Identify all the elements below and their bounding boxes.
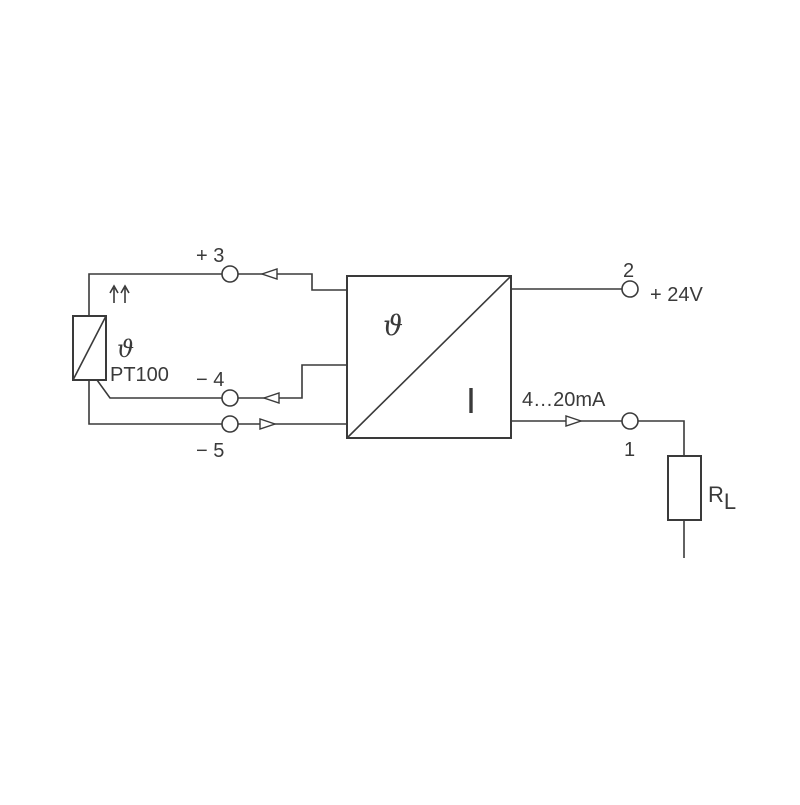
output-current-label: 4…20mA — [522, 389, 606, 411]
load-resistor — [667, 455, 702, 521]
supply-label: + 24V — [650, 284, 703, 306]
terminal-3 — [221, 265, 239, 283]
wire-sensor-to-t4 — [96, 379, 222, 399]
terminal-1-label: 1 — [624, 439, 635, 461]
converter-output-symbol: I — [466, 380, 476, 421]
terminal-3-label: + 3 — [196, 245, 224, 267]
pt100-sensor — [72, 315, 107, 381]
terminal-2 — [621, 280, 639, 298]
wire-t1-to-load — [638, 420, 685, 456]
arrow-t5-icon — [259, 418, 278, 430]
pt100-diagonal — [72, 315, 107, 381]
sensor-name-label: PT100 — [110, 364, 169, 386]
terminal-2-label: 2 — [623, 260, 634, 282]
converter-diagonal — [346, 275, 512, 439]
terminal-1 — [621, 412, 639, 430]
sensor-symbol: ϑ — [117, 335, 134, 363]
terminal-5 — [221, 415, 239, 433]
terminal-4-label: − 4 — [196, 369, 224, 391]
arrow-t3-icon — [259, 268, 278, 280]
wire-sensor-to-t3 — [88, 273, 222, 316]
wire-t3-to-converter — [238, 273, 347, 291]
arrow-output-icon — [565, 415, 584, 427]
arrow-t4-icon — [261, 392, 280, 404]
converter-block: ϑ I — [346, 275, 512, 439]
load-label: RL — [708, 482, 736, 514]
temperature-arrows-icon — [109, 284, 130, 303]
converter-input-symbol: ϑ — [383, 309, 403, 342]
terminal-4 — [221, 389, 239, 407]
wire-t4-to-converter — [238, 364, 347, 399]
terminal-5-label: − 5 — [196, 440, 224, 462]
wire-sensor-to-t5 — [88, 380, 222, 425]
